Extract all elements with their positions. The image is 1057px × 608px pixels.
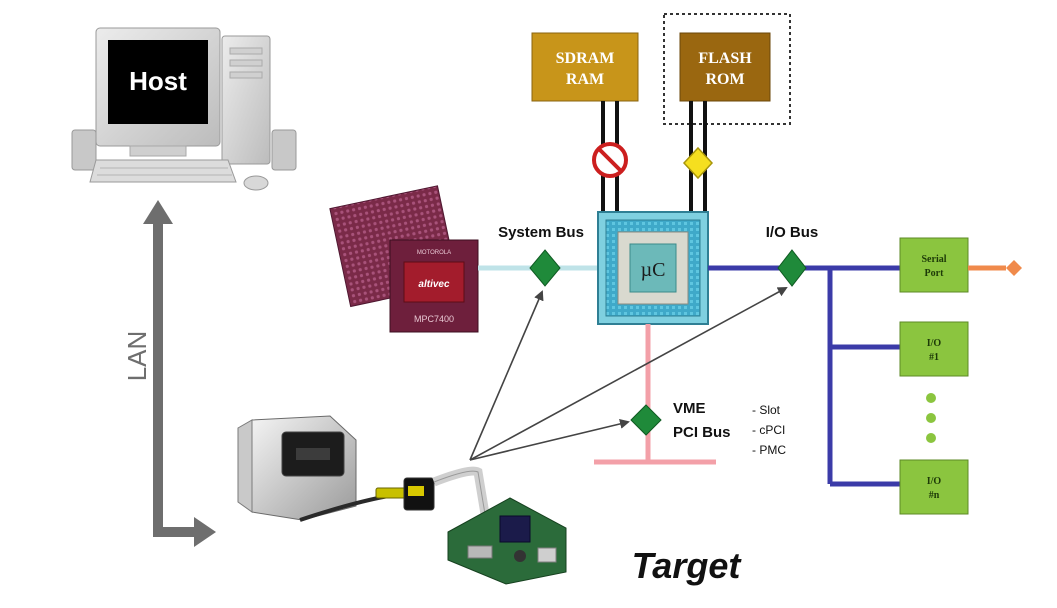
probe-connector — [375, 487, 407, 499]
target-label: Target — [632, 545, 743, 586]
io1-block: I/O #1 — [899, 321, 969, 377]
io-bus-label: I/O Bus — [766, 224, 819, 241]
serial-port-label-line1: Serial — [922, 254, 947, 265]
sdram-box — [531, 32, 639, 102]
speaker-left — [71, 129, 97, 171]
monitor-screen — [108, 40, 208, 124]
host-label: Host — [129, 66, 187, 96]
system-bus-label: System Bus — [498, 224, 584, 241]
flash-link-diamond-icon — [682, 146, 714, 180]
arrow-up-icon — [143, 200, 173, 224]
mouse — [243, 175, 269, 191]
microcontroller: µC — [597, 211, 709, 325]
sdram-label-line1: SDRAM — [556, 50, 615, 67]
io1-box — [899, 321, 969, 377]
serial-out-diamond-icon — [1006, 260, 1022, 276]
arrow-right-icon — [194, 517, 216, 547]
sdram-label-line2: RAM — [566, 71, 604, 88]
keyboard — [89, 159, 237, 183]
tower-case — [221, 35, 271, 165]
serial-port-box — [899, 237, 969, 293]
io1-label-line1: I/O — [927, 338, 942, 349]
flash-dashed-outline — [663, 13, 791, 125]
probe-connection-arrows — [469, 287, 788, 461]
ion-label-line1: I/O — [927, 476, 942, 487]
pci-bus-diamond-icon — [630, 404, 662, 436]
target-board — [447, 497, 567, 585]
bus-option-pmc: - PMC — [752, 443, 786, 457]
no-entry-icon — [592, 142, 628, 178]
chip-brand: MOTOROLA — [417, 250, 451, 256]
io1-label-line2: #1 — [929, 352, 939, 363]
speaker-right — [271, 129, 297, 171]
processor-chip: MOTOROLA altivec MPC7400 — [329, 185, 479, 333]
ion-box — [899, 459, 969, 515]
ion-label-line2: #n — [929, 490, 940, 501]
sdram-block: SDRAM RAM — [531, 32, 639, 102]
ion-block: I/O #n — [899, 459, 969, 515]
flash-label-line2: ROM — [705, 71, 744, 88]
serial-port-block: Serial Port — [899, 237, 969, 293]
vme-label: VME — [673, 400, 706, 417]
bus-option-slot: - Slot — [752, 403, 781, 417]
flash-label-line1: FLASH — [698, 50, 752, 67]
lan-connection: LAN — [122, 200, 216, 547]
uc-label: µC — [641, 259, 666, 281]
bus-options-list: - Slot - cPCI - PMC — [752, 403, 786, 457]
system-bus-diamond-icon — [529, 249, 561, 287]
bus-option-cpci: - cPCI — [752, 423, 785, 437]
lan-label: LAN — [122, 331, 152, 382]
serial-port-label-line2: Port — [925, 268, 945, 279]
host-computer: Host — [71, 27, 297, 191]
io-bus-diamond-icon — [777, 249, 807, 287]
flash-box — [679, 32, 771, 102]
flash-block: FLASH ROM — [663, 13, 791, 125]
debug-probe-box — [237, 415, 357, 521]
ellipsis-dots-icon — [926, 393, 936, 443]
pci-bus-label: PCI Bus — [673, 424, 731, 441]
chip-model: MPC7400 — [414, 314, 454, 324]
chip-logo: altivec — [418, 279, 450, 290]
